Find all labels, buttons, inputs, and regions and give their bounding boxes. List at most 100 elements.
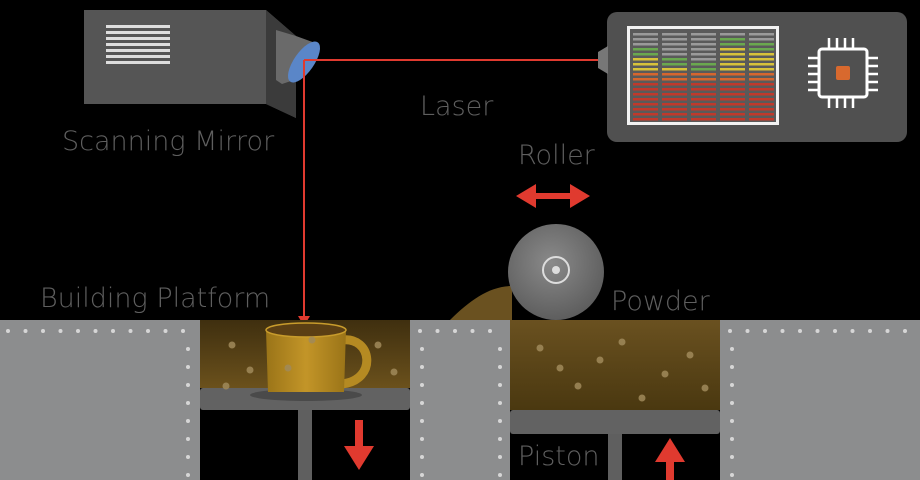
- meter-segment: [749, 53, 774, 56]
- meter-segment: [720, 83, 745, 86]
- meter-segment: [633, 33, 658, 36]
- meter-segment: [749, 48, 774, 51]
- meter-segment: [691, 73, 716, 76]
- laser-emitter: [598, 46, 608, 74]
- meter-segment: [662, 58, 687, 61]
- scanning-mirror-unit: [84, 10, 321, 118]
- meter-segment: [662, 63, 687, 66]
- rivet: [128, 329, 133, 333]
- meter-segment: [691, 98, 716, 101]
- meter-segment: [662, 83, 687, 86]
- rivet: [498, 347, 502, 351]
- meter-segment: [633, 98, 658, 101]
- meter-segment: [720, 63, 745, 66]
- meter-segment: [691, 103, 716, 106]
- rivet: [728, 329, 732, 333]
- roller-label: Roller: [518, 140, 595, 171]
- meter-segment: [633, 83, 658, 86]
- rivet: [435, 329, 440, 333]
- meter-segment: [720, 98, 745, 101]
- meter-segment: [662, 78, 687, 81]
- meter-segment: [662, 103, 687, 106]
- meter-segment: [720, 33, 745, 36]
- meter-segment: [633, 113, 658, 116]
- rivet: [498, 473, 502, 477]
- rivet: [730, 419, 734, 423]
- meter-segment: [720, 113, 745, 116]
- meter-segment: [720, 48, 745, 51]
- rivet: [186, 437, 190, 441]
- meter-segment: [662, 93, 687, 96]
- rivet: [420, 347, 424, 351]
- powder-particles: [222, 336, 709, 402]
- rivet: [498, 455, 502, 459]
- powder-speck: [596, 356, 604, 364]
- meter-segment: [662, 48, 687, 51]
- rivet: [186, 347, 190, 351]
- meter-segment: [662, 113, 687, 116]
- meter-segment: [720, 108, 745, 111]
- rivet: [730, 455, 734, 459]
- meter-segment: [691, 38, 716, 41]
- rivet: [186, 365, 190, 369]
- meter-segment: [691, 83, 716, 86]
- meter-segment: [691, 108, 716, 111]
- powder-speck: [556, 364, 564, 372]
- scanning-mirror-label: Scanning Mirror: [62, 126, 275, 157]
- arrow-up-icon: [655, 438, 685, 480]
- piston-plate: [510, 410, 720, 434]
- roller: [450, 184, 604, 320]
- rivet: [41, 329, 45, 333]
- meter-segment: [662, 33, 687, 36]
- arrow-down-icon: [344, 420, 374, 470]
- rivet: [470, 329, 475, 333]
- meter-segment: [720, 118, 745, 121]
- cup-icon: [250, 322, 372, 401]
- meter-segment: [691, 58, 716, 61]
- rivet: [488, 329, 492, 333]
- meter-segment: [720, 43, 745, 46]
- build-chamber: [200, 320, 410, 480]
- rivet: [730, 473, 734, 477]
- powder-speck: [618, 338, 626, 346]
- meter-segment: [633, 53, 658, 56]
- rivet: [93, 329, 98, 333]
- rivet: [798, 329, 802, 333]
- laser-label: Laser: [420, 91, 494, 122]
- meter-segment: [749, 93, 774, 96]
- powder-speck: [284, 364, 292, 372]
- right-wall: [720, 320, 920, 480]
- rivet: [815, 329, 820, 333]
- rivet: [163, 329, 168, 333]
- powder-speck: [228, 341, 236, 349]
- roller-axle-icon: [542, 256, 570, 284]
- rivet: [420, 473, 424, 477]
- meter-segment: [633, 38, 658, 41]
- rivet: [498, 383, 502, 387]
- meter-segment: [749, 58, 774, 61]
- rivet: [420, 401, 424, 405]
- meter-segment: [633, 43, 658, 46]
- rivet: [186, 419, 190, 423]
- rivet: [420, 365, 424, 369]
- meter-segment: [662, 108, 687, 111]
- rivet: [186, 455, 190, 459]
- meter-segment: [691, 43, 716, 46]
- rivet: [420, 383, 424, 387]
- meter-segment: [749, 103, 774, 106]
- rivet: [745, 329, 750, 333]
- vent-grille-icon: [106, 25, 170, 64]
- meter-segment: [633, 118, 658, 121]
- rivet: [420, 455, 424, 459]
- powder-chamber: [510, 320, 720, 480]
- controller-panel: [598, 12, 907, 142]
- rivet: [453, 329, 457, 333]
- rivet: [181, 329, 185, 333]
- machine-body: [0, 320, 920, 480]
- meter-segment: [749, 63, 774, 66]
- rivet: [730, 365, 734, 369]
- cpu-chip-icon: [808, 38, 878, 108]
- rivet: [498, 401, 502, 405]
- meter-segment: [633, 78, 658, 81]
